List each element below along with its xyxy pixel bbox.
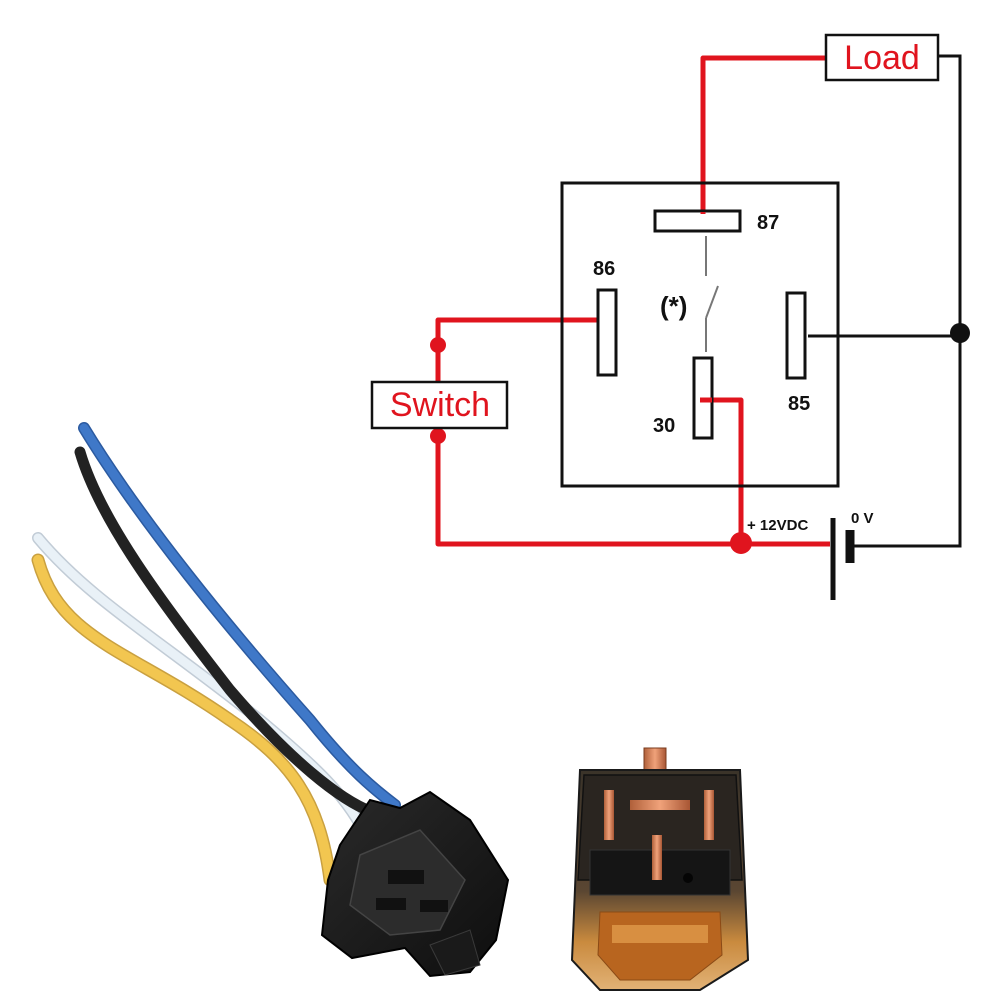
relay-pin: [604, 790, 614, 840]
blue-wire: [79, 423, 400, 810]
socket-slot: [388, 870, 424, 884]
black-wire: [74, 446, 378, 818]
relay-housing: [560, 181, 840, 488]
relay-socket-harness: [31, 422, 510, 978]
battery-symbol: [830, 518, 855, 600]
socket-slot: [420, 900, 448, 912]
relay-pin: [652, 835, 662, 880]
pin-label-30: 30: [653, 415, 675, 437]
internal-contact: [705, 236, 719, 352]
junction-switch-bottom: [430, 428, 446, 444]
relay-schematic: 87 86 85 30 (*) Load Switch + 12VDC 0 V: [370, 33, 970, 600]
yellow-wire: [33, 555, 335, 885]
black-wires: [808, 54, 962, 548]
relay-coil-band: [612, 925, 708, 943]
red-wires: [435, 55, 830, 547]
wire-30-to-supply: [700, 397, 744, 544]
junction-supply-positive: [730, 532, 752, 554]
pin-label-85: 85: [788, 393, 810, 415]
pin-86-terminal: [596, 288, 618, 377]
socket-slot: [376, 898, 406, 910]
pin-85-terminal: [785, 291, 807, 380]
pin-87-terminal: [653, 209, 742, 233]
socket-latch: [429, 929, 481, 976]
supply-ground-label: 0 V: [851, 510, 874, 527]
wire-switch-to-supply: [435, 428, 830, 547]
wire-87-to-load: [700, 55, 826, 214]
harness-socket: [320, 790, 510, 978]
relay-pin: [704, 790, 714, 840]
wire-86-to-switch: [435, 317, 600, 382]
wire-load-to-ground: [852, 54, 962, 548]
relay-coil: [597, 911, 723, 981]
load-label: Load: [844, 39, 920, 77]
switch-box: [370, 380, 509, 430]
pin-label-86: 86: [593, 258, 615, 280]
load-box: [824, 33, 940, 82]
harness-wires: [31, 422, 401, 887]
relay-base-hole: [683, 873, 693, 883]
relay-photo: [570, 747, 750, 991]
junction-switch-top: [430, 337, 446, 353]
relay-pin: [630, 800, 690, 810]
red-junctions: [430, 337, 752, 554]
white-wire: [33, 533, 373, 845]
contact-marker: (*): [660, 291, 687, 321]
junction-ground: [950, 323, 970, 343]
pin-label-87: 87: [757, 212, 779, 234]
supply-positive-label: + 12VDC: [747, 517, 808, 534]
switch-label: Switch: [390, 386, 490, 424]
